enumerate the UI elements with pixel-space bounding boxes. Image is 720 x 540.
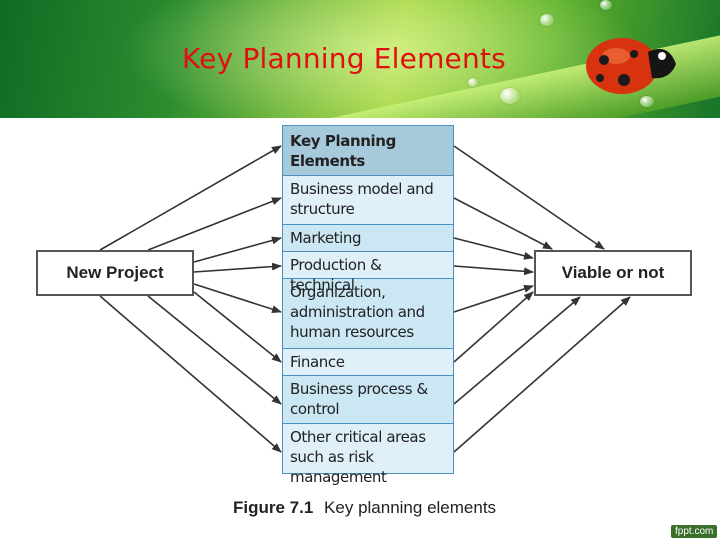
water-drop-image xyxy=(468,78,478,87)
arrow-line xyxy=(193,262,282,273)
arrow-line xyxy=(453,237,534,260)
arrow-line xyxy=(193,236,282,263)
arrow-line xyxy=(99,145,282,251)
figure-caption: Figure 7.1 Key planning elements xyxy=(233,498,496,518)
element-organization: Organization, administration and human r… xyxy=(283,279,453,349)
new-project-label: New Project xyxy=(66,263,164,282)
element-business-model: Business model and structure xyxy=(283,176,453,225)
caption-text: Key planning elements xyxy=(324,498,497,517)
arrow-line xyxy=(193,291,282,363)
viable-or-not-box: Viable or not xyxy=(534,250,692,296)
right-arrows xyxy=(453,145,631,453)
arrow-line xyxy=(453,296,581,405)
arrow-line xyxy=(453,296,631,453)
ladybug-icon xyxy=(586,38,676,94)
arrow-line xyxy=(453,285,534,313)
footer-logo: fppt.com xyxy=(671,525,718,538)
caption-number: Figure 7.1 xyxy=(233,498,314,517)
arrow-line xyxy=(193,283,282,314)
element-business-process: Business process & control xyxy=(283,376,453,424)
arrow-line xyxy=(99,295,282,453)
water-drop-image xyxy=(540,14,554,26)
arrow-line xyxy=(453,145,605,250)
element-other-areas: Other critical areas such as risk manage… xyxy=(290,428,426,486)
viable-or-not-label: Viable or not xyxy=(561,263,665,282)
elements-header: Key Planning Elements xyxy=(283,126,453,176)
left-arrows xyxy=(99,145,282,453)
arrow-line xyxy=(453,197,553,250)
arrow-line xyxy=(147,197,282,251)
new-project-box: New Project xyxy=(36,250,194,296)
header-banner: Key Planning Elements xyxy=(0,0,720,118)
element-production: Production & technical xyxy=(283,252,453,294)
slide-title: Key Planning Elements xyxy=(182,42,506,75)
planning-elements-column: Key Planning Elements Business model and… xyxy=(282,125,454,486)
water-drop-image xyxy=(600,0,612,10)
arrow-line xyxy=(453,265,534,276)
arrow-line xyxy=(453,291,534,363)
arrow-line xyxy=(147,295,282,405)
element-finance: Finance xyxy=(283,349,453,376)
element-marketing: Marketing xyxy=(283,225,453,252)
water-drop-image xyxy=(500,88,520,104)
water-drop-image xyxy=(640,96,654,107)
